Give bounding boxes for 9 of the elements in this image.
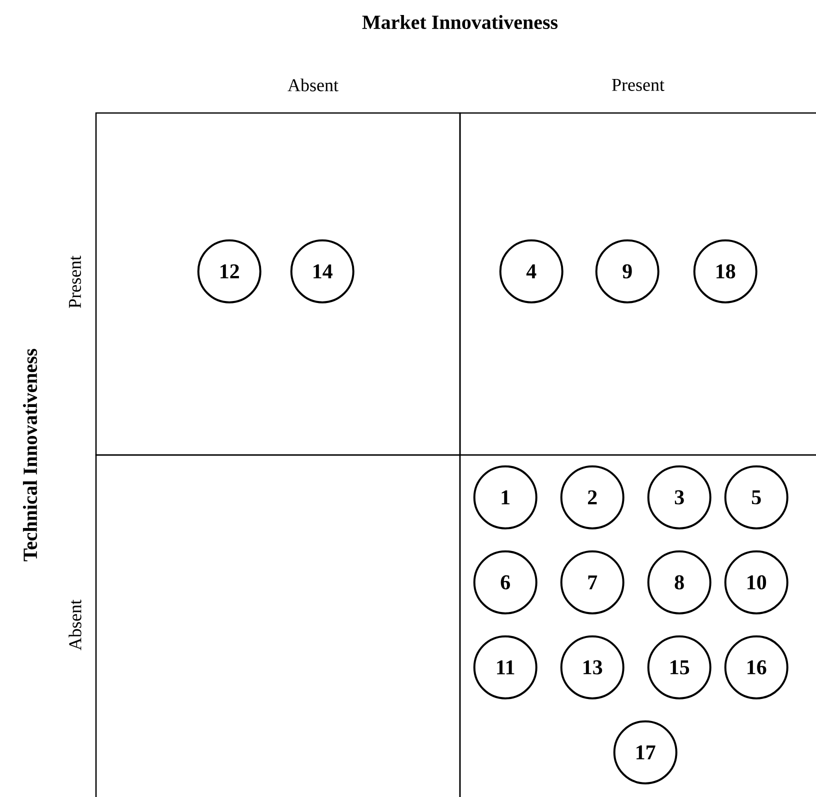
axis-category-label: Present <box>612 79 664 91</box>
axis-category-label: Present <box>69 256 81 308</box>
axis-title: Market Innovativeness <box>362 14 558 30</box>
quadrant-box <box>459 112 816 456</box>
axis-title: Technical Innovativeness <box>22 348 38 562</box>
quadrant-box <box>95 112 461 456</box>
quadrant-box <box>95 454 461 797</box>
quadrant-box <box>459 454 816 797</box>
axis-category-label: Absent <box>288 78 338 92</box>
